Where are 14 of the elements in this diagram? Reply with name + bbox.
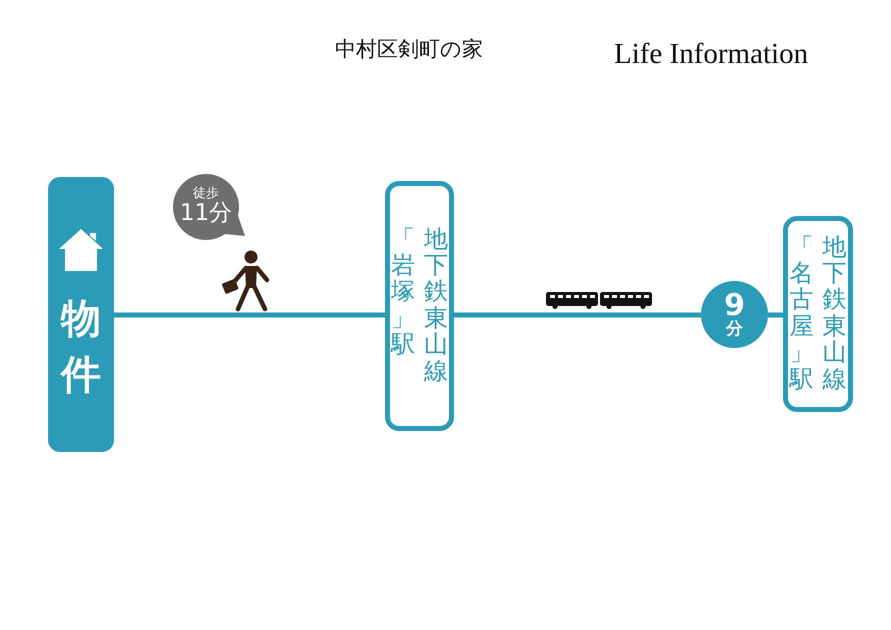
property-box [48,177,114,452]
walk-label: 徒歩 [193,186,219,202]
station-label: 地下鉄東山線「岩塚」駅 [390,226,449,386]
station-label: 地下鉄東山線「名古屋」駅 [788,234,848,394]
connector-line [454,312,701,318]
subtitle: 中村区剣町の家 [335,36,483,63]
station-box [783,216,853,412]
duration-label: 9分 [724,290,746,340]
box-label: 物件 [60,295,102,400]
connector-line [114,312,385,318]
station-box [385,181,454,431]
duration-label: 11分 [180,201,232,226]
page-title: Life Information [614,38,808,71]
connector-line [768,312,783,318]
